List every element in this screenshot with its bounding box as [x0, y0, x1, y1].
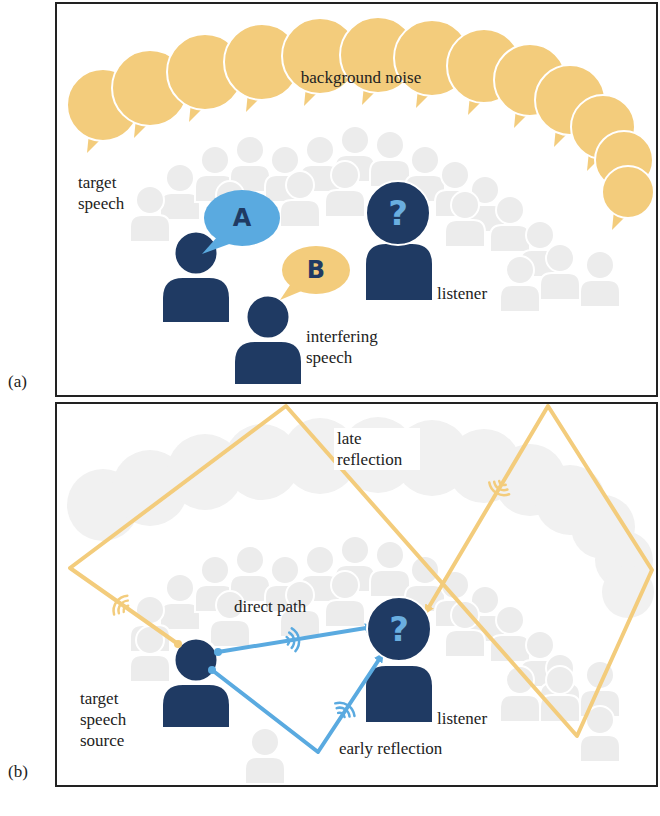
- crowd-head: [546, 244, 574, 272]
- crowd-head: [526, 221, 554, 249]
- crowd-head: [526, 631, 554, 659]
- speaker-letter: B: [296, 254, 336, 286]
- crowd-head: [376, 131, 404, 159]
- crowd-person: [325, 190, 365, 217]
- crowd-head: [341, 126, 369, 154]
- crowd-head: [496, 196, 524, 224]
- crowd-head: [306, 546, 334, 574]
- crowd-person: [540, 273, 580, 300]
- question-mark: ?: [365, 192, 431, 234]
- noise-cloud-outline: [66, 36, 656, 226]
- crowd-head: [251, 728, 279, 756]
- crowd-head: [271, 556, 299, 584]
- crowd-head: [331, 161, 359, 189]
- cloud-text: background noise: [66, 68, 656, 88]
- crowd-head: [341, 536, 369, 564]
- annotation-label: late reflection: [334, 428, 420, 470]
- crowd-person: [370, 570, 410, 597]
- crowd-head: [451, 601, 479, 629]
- sound-wave: [332, 699, 358, 721]
- crowd-head: [166, 164, 194, 192]
- crowd-person: [490, 225, 530, 252]
- ray-origin: [208, 666, 216, 674]
- crowd-head: [496, 606, 524, 634]
- crowd-person: [500, 695, 540, 722]
- ray-origin: [174, 640, 182, 648]
- person-body: [366, 666, 432, 722]
- sound-wave: [110, 593, 133, 619]
- crowd-person: [130, 215, 170, 242]
- panel-label: (a): [8, 372, 27, 392]
- crowd-person: [500, 285, 540, 312]
- crowd-person: [210, 620, 250, 647]
- noise-cloud: background noise: [66, 36, 656, 226]
- annotation-label: early reflection: [336, 738, 445, 759]
- person-head: [174, 638, 218, 682]
- faded-bubble: [602, 566, 654, 618]
- annotation-label: direct path: [234, 596, 306, 617]
- speaker-letter: A: [222, 202, 262, 234]
- crowd: [130, 126, 620, 784]
- crowd-head: [136, 186, 164, 214]
- sound-paths: [70, 406, 652, 752]
- person-body: [163, 278, 229, 322]
- crowd-person: [580, 280, 620, 307]
- sound-wave: [285, 628, 300, 653]
- faded-noise-bubbles: [67, 417, 654, 618]
- person-body: [235, 342, 301, 384]
- listener-head: ?: [365, 180, 431, 246]
- crowd-person: [280, 200, 320, 227]
- crowd-head: [331, 571, 359, 599]
- crowd-head: [166, 574, 194, 602]
- speech-bubble: A: [198, 186, 282, 256]
- annotation-label: listener: [437, 283, 487, 304]
- people: [163, 231, 432, 727]
- sound-wave: [487, 477, 513, 499]
- crowd-head: [586, 251, 614, 279]
- crowd-head: [411, 556, 439, 584]
- listener-head: ?: [366, 596, 432, 662]
- annotation-label: target speech source: [80, 688, 152, 751]
- crowd-head: [236, 546, 264, 574]
- direct-path: [218, 627, 372, 652]
- panel-label: (b): [8, 762, 28, 782]
- annotation-label: target speech: [78, 172, 142, 214]
- annotation-label: listener: [437, 708, 487, 729]
- crowd-head: [411, 146, 439, 174]
- crowd-head: [201, 146, 229, 174]
- crowd-head: [201, 556, 229, 584]
- crowd-head: [451, 191, 479, 219]
- question-mark: ?: [366, 608, 432, 650]
- person-body: [163, 685, 229, 727]
- person-body: [366, 244, 432, 300]
- crowd-head: [506, 256, 534, 284]
- crowd-person: [245, 757, 285, 784]
- crowd-head: [546, 666, 574, 694]
- crowd-head: [271, 146, 299, 174]
- crowd-head: [441, 161, 469, 189]
- crowd-head: [306, 136, 334, 164]
- ray-origin: [214, 648, 222, 656]
- crowd-person: [580, 735, 620, 762]
- speech-bubble: B: [276, 242, 352, 300]
- person-head: [174, 231, 218, 275]
- crowd-person: [130, 655, 170, 682]
- crowd-head: [236, 136, 264, 164]
- crowd-person: [445, 220, 485, 247]
- crowd-head: [376, 541, 404, 569]
- crowd-person: [325, 600, 365, 627]
- person-head: [246, 295, 290, 339]
- crowd-person: [445, 630, 485, 657]
- crowd-head: [286, 171, 314, 199]
- annotation-label: interfering speech: [306, 326, 398, 368]
